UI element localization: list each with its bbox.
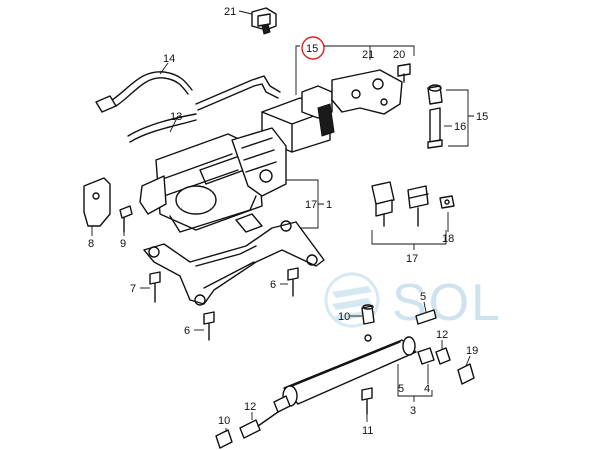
bolt-part-6-left (194, 311, 215, 341)
callout-13: 13 (170, 111, 182, 123)
bolt-part-9 (119, 205, 133, 236)
bracket-17-1 (286, 179, 324, 229)
callout-6-left: 6 (184, 325, 190, 337)
callout-10-bottom: 10 (218, 415, 230, 427)
callout-16: 16 (454, 121, 466, 133)
screw-part-20 (397, 63, 411, 83)
highlight-circle (301, 36, 325, 60)
callout-15-circled: 15 (306, 43, 318, 55)
bolt-part-6-right (280, 267, 299, 297)
callout-12-right: 12 (436, 329, 448, 341)
callout-14: 14 (163, 53, 175, 65)
callout-12-bottom: 12 (244, 401, 256, 413)
connector-part-5-top (415, 301, 437, 325)
bracket-plate-part-21 (331, 69, 403, 115)
callout-5-bottom: 5 (398, 383, 404, 395)
callout-20: 20 (393, 49, 405, 61)
rubber-mount-group-17 (371, 181, 455, 227)
bracket-3 (397, 364, 433, 402)
fitting-part-4 (417, 347, 435, 384)
callout-17-bottom: 17 (406, 253, 418, 265)
valve-part-15 (427, 84, 443, 149)
callout-11: 11 (362, 425, 373, 437)
hose-part-14 (95, 62, 193, 113)
nut-part-12-bottom (239, 412, 261, 439)
callout-17-mid: 17 (305, 199, 317, 211)
bolt-part-11 (361, 387, 373, 422)
callout-1: 1 (326, 199, 332, 211)
callout-7: 7 (130, 283, 136, 295)
cap-part-19 (457, 355, 475, 385)
air-line (127, 75, 281, 143)
bracket-top (295, 45, 415, 95)
fitting-part-10-mid (350, 304, 375, 342)
callout-15-right: 15 (476, 111, 488, 123)
fitting-part-10-bottom (215, 428, 233, 449)
bracket-15-16 (446, 89, 474, 147)
callout-9: 9 (120, 238, 126, 250)
callout-18: 18 (442, 233, 454, 245)
callout-5-top: 5 (420, 291, 426, 303)
carrier-frame (143, 213, 325, 306)
callout-10-mid: 10 (338, 311, 350, 323)
bracket-part-8 (83, 177, 111, 236)
compressor-part-1 (139, 127, 287, 233)
watermark-text: SOL (392, 274, 502, 332)
callout-4: 4 (424, 383, 430, 395)
watermark-emblem (324, 272, 380, 328)
callout-21-top: 21 (224, 6, 236, 18)
connector-part-21 (238, 7, 277, 35)
callout-19: 19 (466, 345, 478, 357)
bolt-part-7 (140, 271, 161, 303)
callout-8: 8 (88, 238, 94, 250)
bracket-17-bottom (371, 230, 447, 250)
callout-3: 3 (410, 405, 416, 417)
air-tank (273, 336, 417, 413)
callout-6-right: 6 (270, 279, 276, 291)
nut-part-12-right (435, 340, 451, 365)
watermark-logo: SOL (324, 272, 502, 332)
callout-21-bracket: 21 (362, 49, 374, 61)
